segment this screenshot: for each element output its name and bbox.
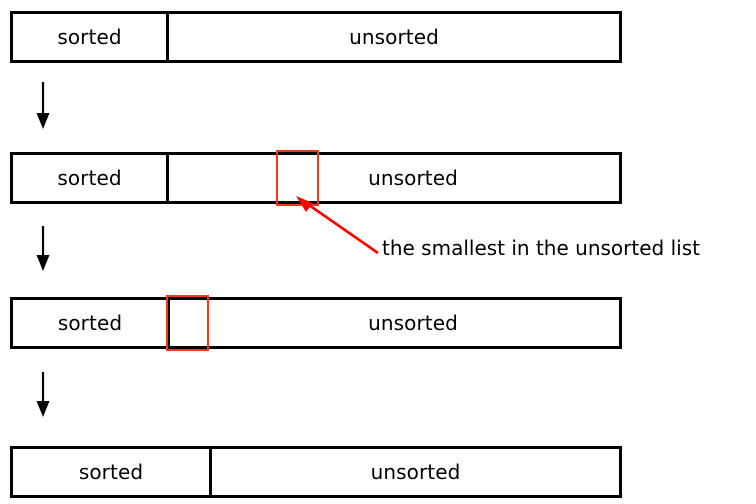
stage-1-sorted-label: sorted xyxy=(57,25,122,49)
stage-2-divider xyxy=(166,155,169,201)
stage-4-unsorted-label: unsorted xyxy=(370,460,461,484)
annotation-label: the smallest in the unsorted list xyxy=(382,236,700,260)
stage-4-sorted-label: sorted xyxy=(78,460,144,484)
stage-2-unsorted-label: unsorted xyxy=(368,166,458,190)
stage-3-bar: sorted unsorted xyxy=(10,297,622,349)
stage-3-unsorted-label: unsorted xyxy=(368,311,458,335)
stage-4-divider xyxy=(209,449,212,495)
stage-2-sorted-label: sorted xyxy=(57,166,122,190)
flow-arrow-3 xyxy=(36,372,50,417)
stage-4-bar: sorted unsorted xyxy=(10,446,622,498)
stage-1-bar: sorted unsorted xyxy=(10,11,622,63)
flow-arrow-1 xyxy=(36,82,50,129)
stage-3-sorted-label: sorted xyxy=(57,311,123,335)
stage-1-unsorted-label: unsorted xyxy=(349,25,439,49)
stage-2-smallest-highlight-box xyxy=(276,150,319,206)
stage-3-smallest-highlight-box xyxy=(166,295,209,351)
stage-3-divider xyxy=(167,300,170,346)
flow-arrow-2 xyxy=(36,226,50,271)
stage-1-divider xyxy=(166,14,169,60)
